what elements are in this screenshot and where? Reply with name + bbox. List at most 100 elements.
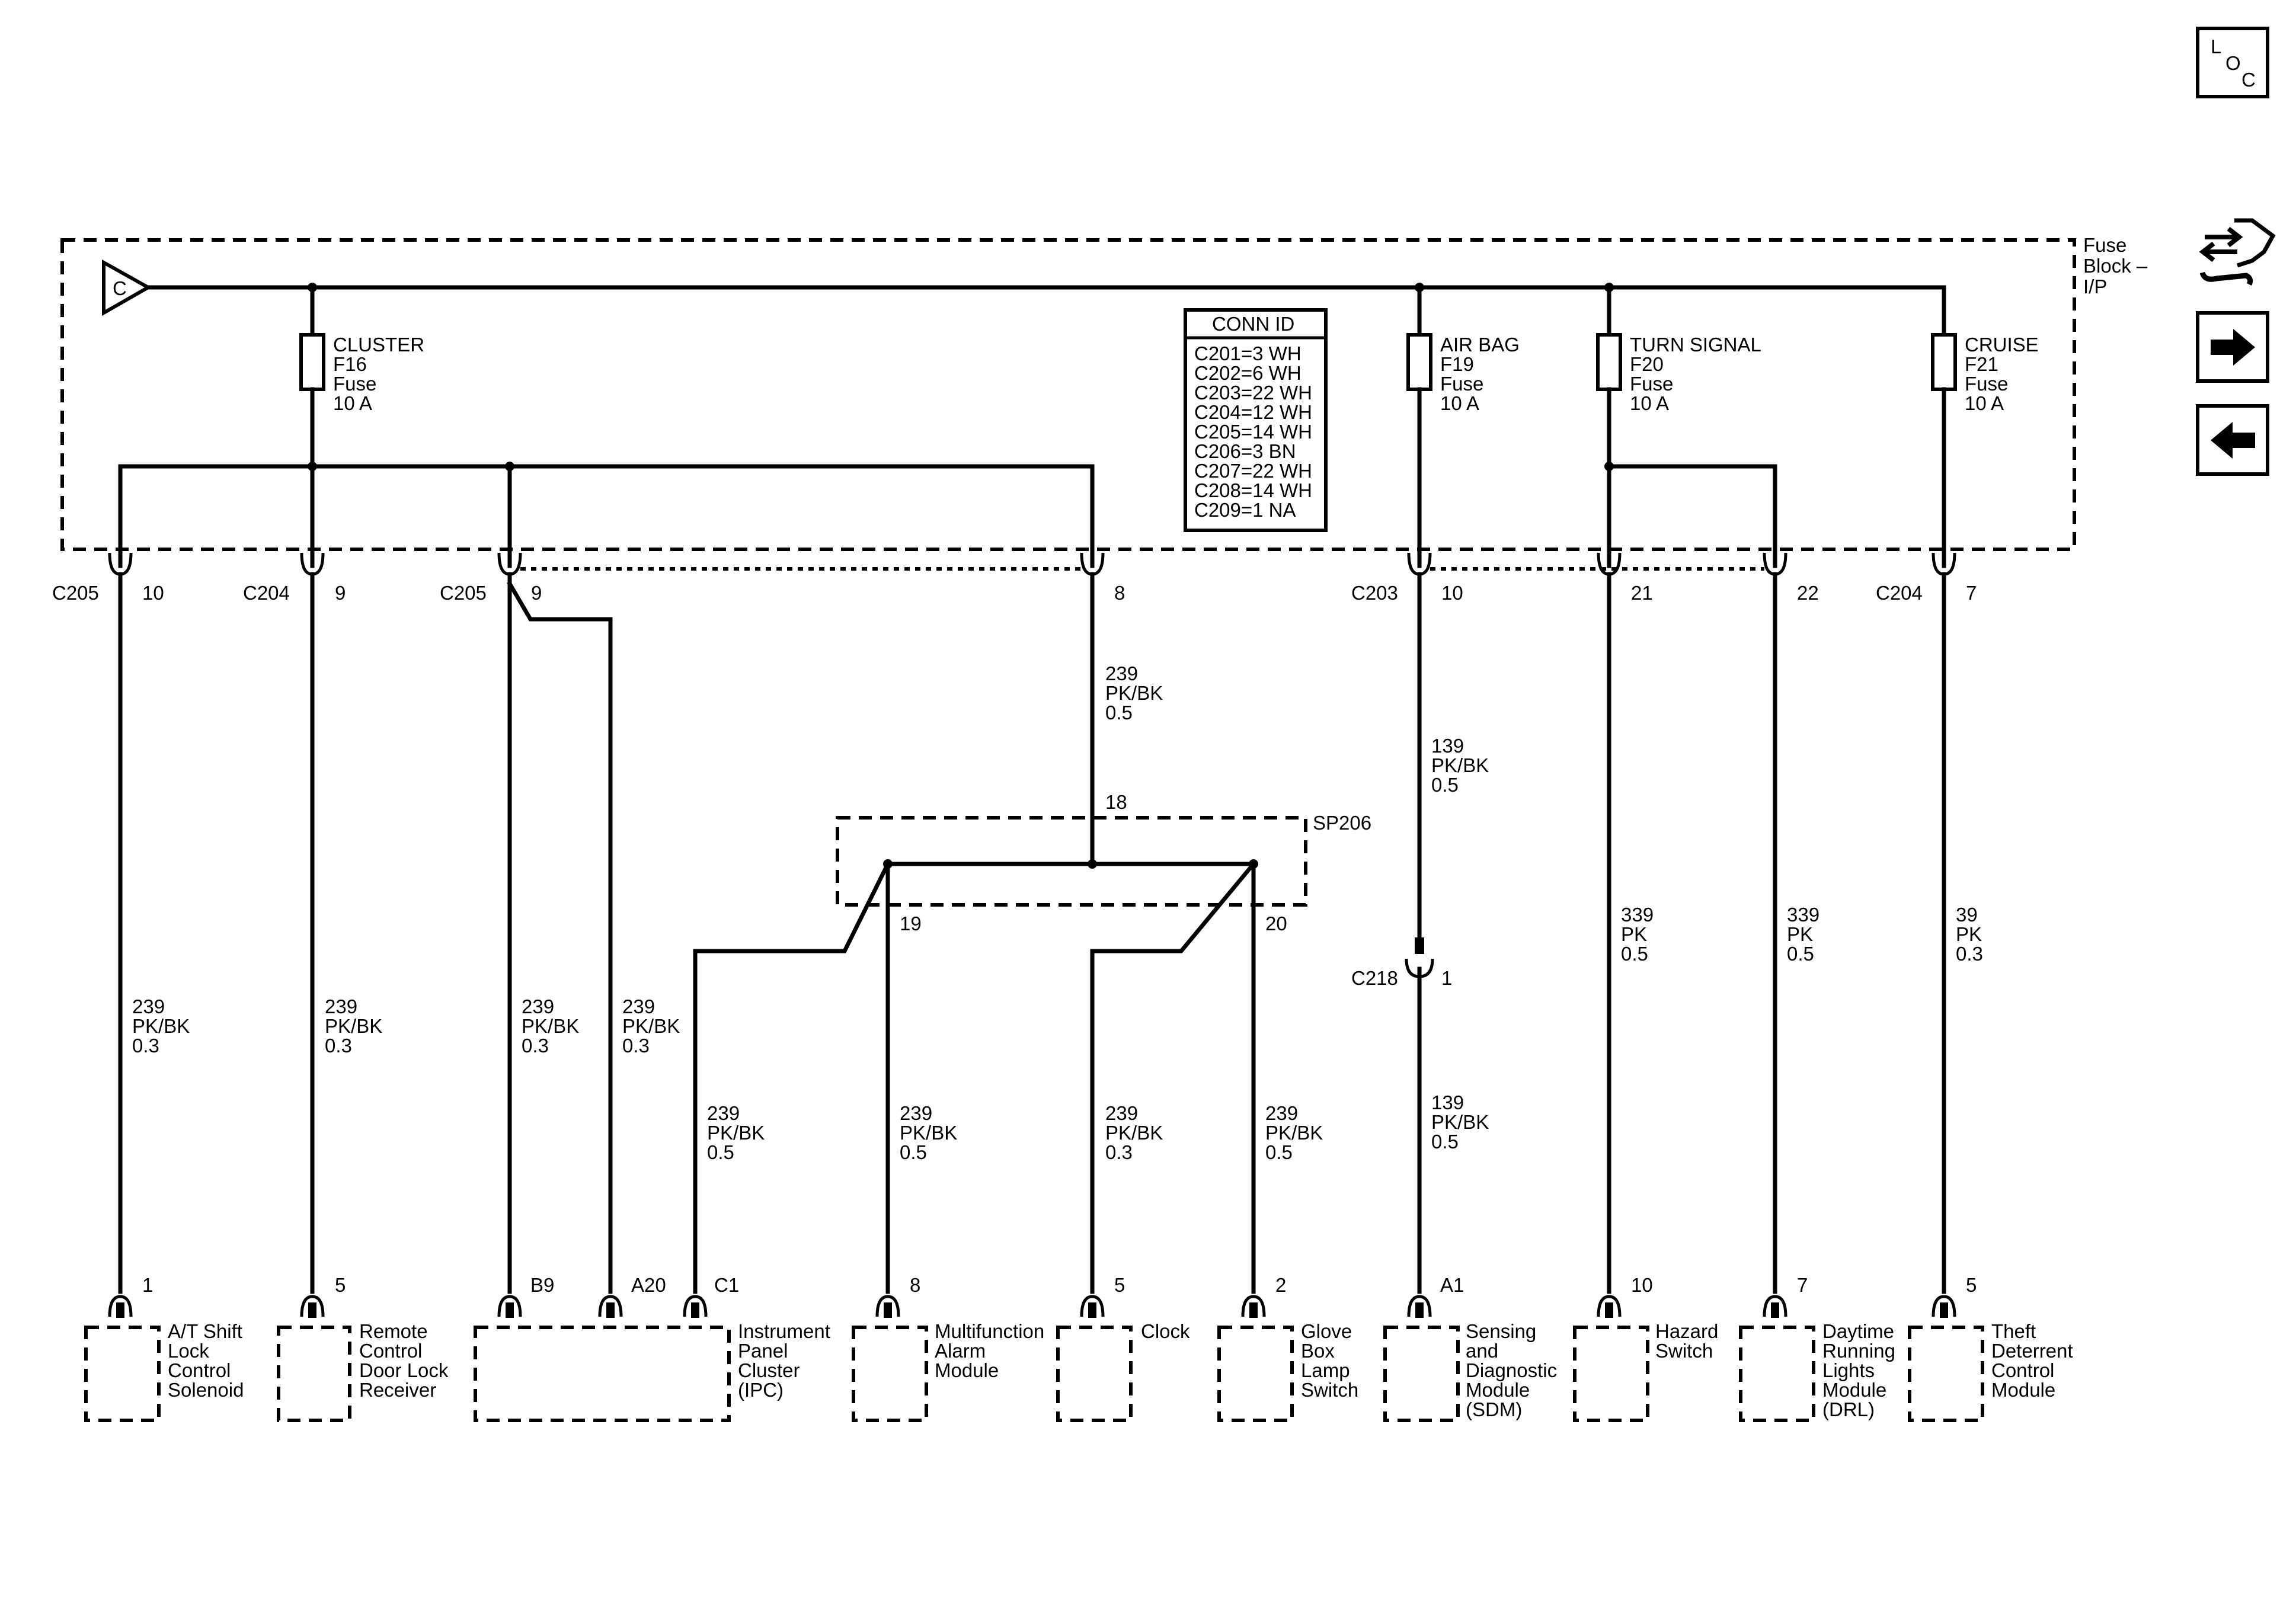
connector-label: C205 xyxy=(440,582,487,604)
loc-letter: L xyxy=(2211,36,2221,57)
wire-color: PK/BK xyxy=(1431,1111,1489,1133)
conn-id-entry: C201=3 WH xyxy=(1194,343,1302,364)
fuse-type: Fuse xyxy=(1440,373,1483,395)
splice-pin: 19 xyxy=(900,913,922,934)
loc-button[interactable]: L O C xyxy=(2196,27,2269,98)
component-label: Control xyxy=(168,1359,231,1381)
wire-color: PK/BK xyxy=(1431,754,1489,776)
wire-size: 0.3 xyxy=(622,1035,650,1057)
component-sensing-diagnostic-module: Sensing and Diagnostic Module (SDM) xyxy=(1383,1320,1557,1422)
component-label: (DRL) xyxy=(1822,1398,1875,1420)
wire-label: 239 PK/BK 0.5 xyxy=(900,1102,957,1163)
fuse-block-label: Fuse Block – I/P xyxy=(2083,234,2148,297)
fuse-block-label-line: Fuse xyxy=(2083,234,2126,256)
wire-size: 0.5 xyxy=(1265,1141,1293,1163)
wire-color: PK xyxy=(1787,923,1813,945)
component-label: Lock xyxy=(168,1340,209,1362)
wire-size: 0.5 xyxy=(1787,943,1814,965)
wire-size: 0.3 xyxy=(522,1035,549,1057)
conn-id-entry: C206=3 BN xyxy=(1194,440,1296,462)
wire-label: 139 PK/BK 0.5 xyxy=(1431,1092,1489,1153)
splice-dot xyxy=(308,462,317,471)
pin-label: 8 xyxy=(910,1274,920,1296)
component-label: Door Lock xyxy=(359,1359,449,1381)
component-label: Running xyxy=(1822,1340,1895,1362)
pin-label: 21 xyxy=(1631,582,1653,604)
wire-label: 339 PK 0.5 xyxy=(1621,904,1654,965)
wire-label: 239 PK/BK 0.5 xyxy=(1265,1102,1323,1163)
fuse-rating: 10 A xyxy=(333,392,372,414)
splice-pin: 20 xyxy=(1265,913,1287,934)
connector-label: C204 xyxy=(1876,582,1923,604)
fuse-id: F19 xyxy=(1440,353,1474,375)
conn-id-entry: C203=22 WH xyxy=(1194,382,1312,404)
arrow-left-icon xyxy=(2211,422,2255,459)
component-label: Multifunction xyxy=(935,1320,1044,1342)
wire-circuit: 239 xyxy=(1105,662,1138,684)
pin-label: 5 xyxy=(335,1274,346,1296)
next-page-button[interactable] xyxy=(2196,311,2269,383)
circuit-wires xyxy=(118,572,1946,1294)
wire-label: 39 PK 0.3 xyxy=(1956,904,1983,965)
wire-circuit: 239 xyxy=(522,996,554,1017)
component-label: Sensing xyxy=(1466,1320,1536,1342)
component-label: Control xyxy=(1991,1359,2054,1381)
component-label: Box xyxy=(1301,1340,1335,1362)
fuse-id: F16 xyxy=(333,353,367,375)
wire-circuit: 239 xyxy=(900,1102,932,1124)
component-label: Cluster xyxy=(738,1359,800,1381)
power-source-icon: C xyxy=(102,259,152,316)
fuse-type: Fuse xyxy=(333,373,376,395)
fuse-name: CLUSTER xyxy=(333,334,424,356)
component-label: Hazard xyxy=(1655,1320,1718,1342)
fuse-id: F20 xyxy=(1630,353,1664,375)
arrow-right-icon xyxy=(2211,329,2255,366)
wire-label: 239 PK/BK 0.5 xyxy=(1105,662,1163,724)
wire-circuit: 339 xyxy=(1787,904,1819,926)
wire-color: PK/BK xyxy=(132,1015,190,1037)
wire-size: 0.5 xyxy=(1621,943,1648,965)
component-label: Instrument xyxy=(738,1320,830,1342)
wire-color: PK/BK xyxy=(707,1122,765,1144)
wire-circuit: 239 xyxy=(622,996,655,1017)
pin-label: 1 xyxy=(142,1274,153,1296)
component-label: Lamp xyxy=(1301,1359,1350,1381)
power-source-label: C xyxy=(113,277,127,299)
wire-size: 0.3 xyxy=(325,1035,352,1057)
pin-label: A20 xyxy=(631,1274,666,1296)
wire-size: 0.3 xyxy=(1105,1141,1133,1163)
wiring-harness-icon[interactable] xyxy=(2199,218,2276,286)
fuse-f16: CLUSTER F16 Fuse 10 A xyxy=(299,285,424,568)
component-label: Module xyxy=(1466,1379,1530,1401)
conn-id-entry: C205=14 WH xyxy=(1194,421,1312,443)
previous-page-button[interactable] xyxy=(2196,404,2269,476)
wire-circuit: 139 xyxy=(1431,735,1464,757)
wire-label: 239 PK/BK 0.3 xyxy=(622,996,680,1057)
splice-dot xyxy=(1604,462,1614,471)
component-label: Lights xyxy=(1822,1359,1875,1381)
wire-circuit: 39 xyxy=(1956,904,1978,926)
fuse-block-label-line: Block – xyxy=(2083,255,2148,277)
splice-sp206: SP206 18 19 20 xyxy=(693,791,1371,1294)
pin-label: 8 xyxy=(1114,582,1125,604)
wire-label: 339 PK 0.5 xyxy=(1787,904,1819,965)
wire-label: 239 PK/BK 0.3 xyxy=(132,996,190,1057)
wire-label: 239 PK/BK 0.3 xyxy=(1105,1102,1163,1163)
fuse-block-boundary xyxy=(60,238,2076,551)
wire-circuit: 139 xyxy=(1431,1092,1464,1113)
wire-size: 0.5 xyxy=(707,1141,734,1163)
wire-color: PK xyxy=(1621,923,1647,945)
loc-letter: O xyxy=(2225,52,2241,74)
pin-label: 2 xyxy=(1275,1274,1286,1296)
pin-label: A1 xyxy=(1440,1274,1464,1296)
fuse-type: Fuse xyxy=(1965,373,2008,395)
wire-color: PK/BK xyxy=(522,1015,579,1037)
splice-name: SP206 xyxy=(1313,812,1371,834)
component-label: Theft xyxy=(1991,1320,2036,1342)
component-label: Module xyxy=(1822,1379,1886,1401)
wire-circuit: 239 xyxy=(1105,1102,1138,1124)
pin-label: 9 xyxy=(335,582,346,604)
wire-label: 239 PK/BK 0.5 xyxy=(707,1102,765,1163)
wire-color: PK/BK xyxy=(1105,1122,1163,1144)
